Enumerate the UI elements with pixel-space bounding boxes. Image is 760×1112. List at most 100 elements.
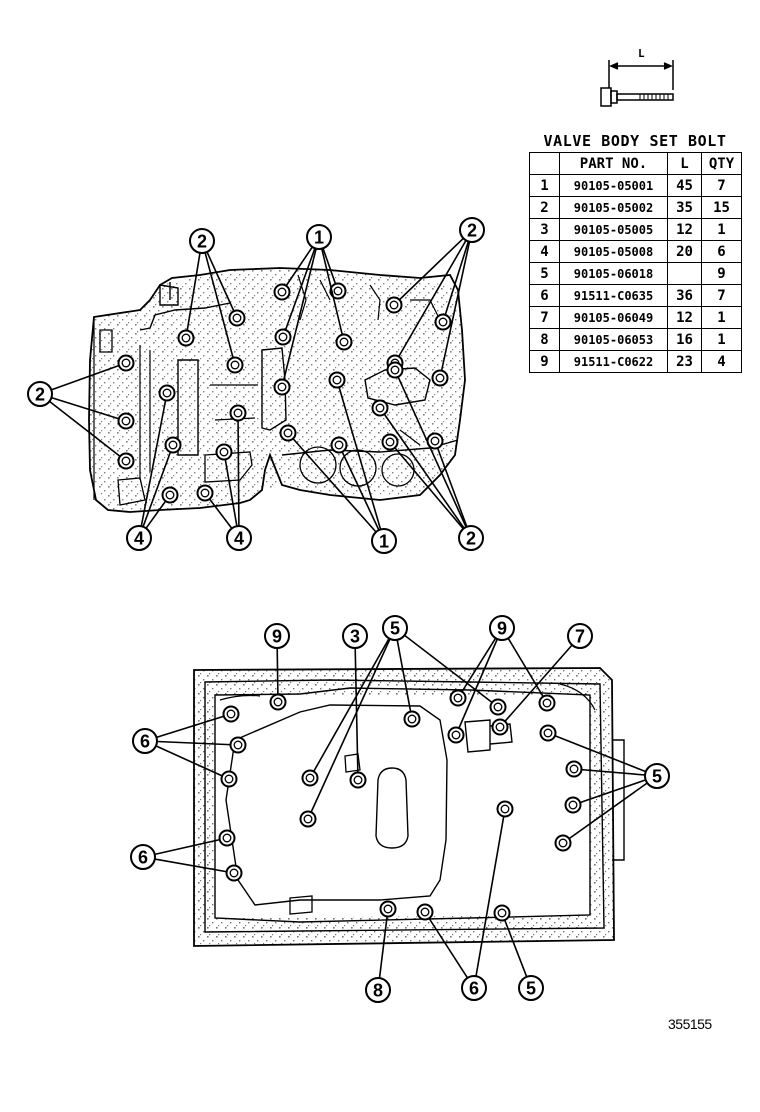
callout-label: 6 — [138, 848, 148, 868]
callout-number: 9 — [264, 623, 290, 649]
bolt-icon — [600, 60, 674, 107]
leader-line — [140, 392, 168, 527]
row-index: 6 — [529, 284, 560, 307]
row-part-no: 91511-C0622 — [559, 350, 668, 373]
leader-line — [282, 248, 316, 338]
leader-line — [156, 713, 232, 739]
callout-number: 6 — [461, 975, 487, 1001]
bolt-head — [218, 829, 236, 847]
callout-number: 8 — [365, 977, 391, 1003]
leader-line — [573, 768, 646, 776]
leader-line — [142, 444, 174, 527]
leader-line — [338, 444, 380, 531]
row-part-no: 91511-C0635 — [559, 284, 668, 307]
leader-line — [455, 638, 499, 736]
row-qty: 9 — [701, 262, 742, 285]
callout-label: 2 — [197, 232, 207, 252]
row-length: 23 — [667, 350, 702, 373]
row-qty: 15 — [701, 196, 742, 219]
leader-line — [442, 241, 470, 323]
bolt-head — [222, 705, 240, 723]
leader-line — [394, 239, 467, 364]
bolt-head — [447, 726, 465, 744]
bolt-head — [431, 369, 449, 387]
bolt-head — [349, 771, 367, 789]
bolt-head — [403, 710, 421, 728]
row-length: 12 — [667, 218, 702, 241]
leader-line — [434, 440, 468, 527]
bolt-head — [330, 436, 348, 454]
row-qty: 6 — [701, 240, 742, 263]
bolt-head — [117, 412, 135, 430]
bolt-head — [226, 356, 244, 374]
leader-line — [281, 248, 317, 388]
row-length: 36 — [667, 284, 702, 307]
callout-label: 5 — [652, 767, 662, 787]
bolt-head — [196, 484, 214, 502]
bolt-head — [229, 404, 247, 422]
callout-label: 2 — [467, 221, 477, 241]
bolt-head — [228, 309, 246, 327]
callout-number: 6 — [132, 728, 158, 754]
bolt-head — [274, 328, 292, 346]
leader-line — [475, 808, 506, 977]
row-index: 4 — [529, 240, 560, 263]
row-index: 9 — [529, 350, 560, 373]
leader-line — [223, 451, 238, 527]
row-length: 20 — [667, 240, 702, 263]
lower-body-texture — [194, 668, 614, 946]
bolt-head — [117, 452, 135, 470]
leader-line — [51, 362, 127, 391]
row-qty: 1 — [701, 328, 742, 351]
bolt-head — [164, 436, 182, 454]
bolt-head — [554, 834, 572, 852]
header-part-no: PART NO. — [559, 152, 668, 175]
bolt-head — [386, 361, 404, 379]
leader-line — [499, 644, 573, 728]
callout-number: 3 — [342, 623, 368, 649]
bolt-head — [301, 769, 319, 787]
header-index — [529, 152, 560, 175]
leader-line — [379, 407, 465, 529]
callout-number: 4 — [126, 525, 152, 551]
leader-line — [206, 251, 238, 319]
row-length — [667, 262, 702, 285]
leader-line — [507, 637, 548, 704]
leader-line — [404, 634, 499, 708]
bolt-head — [229, 736, 247, 754]
leader-line — [389, 441, 464, 530]
leader-line — [547, 732, 647, 773]
bolt-head — [215, 443, 233, 461]
row-index: 1 — [529, 174, 560, 197]
row-index: 7 — [529, 306, 560, 329]
leader-line — [321, 248, 345, 343]
row-index: 3 — [529, 218, 560, 241]
bolt-head — [539, 724, 557, 742]
callout-number: 6 — [130, 844, 156, 870]
bolt-head — [491, 718, 509, 736]
leader-line — [155, 745, 230, 780]
bolt-head — [449, 689, 467, 707]
callout-label: 4 — [234, 529, 244, 549]
leader-line — [204, 252, 236, 366]
bolt-table-title: VALVE BODY SET BOLT — [543, 132, 727, 150]
row-qty: 7 — [701, 284, 742, 307]
leader-line — [307, 638, 391, 820]
bolt-head — [328, 371, 346, 389]
bolt-head — [385, 296, 403, 314]
bolt-head — [161, 486, 179, 504]
row-part-no: 90105-06049 — [559, 306, 668, 329]
row-length: 45 — [667, 174, 702, 197]
bolt-head — [177, 329, 195, 347]
callout-number: 5 — [518, 975, 544, 1001]
lower-valve-body — [193, 667, 625, 947]
row-length: 35 — [667, 196, 702, 219]
bolt-head — [220, 770, 238, 788]
